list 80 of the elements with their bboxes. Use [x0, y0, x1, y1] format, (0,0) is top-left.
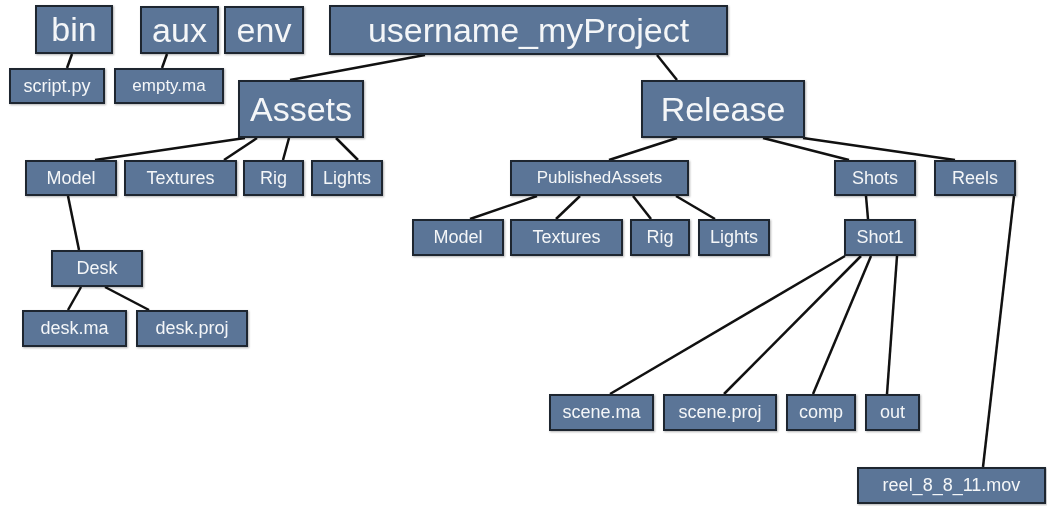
folder-name: Release [660, 89, 786, 129]
folder-name: scene.proj [678, 402, 762, 423]
folder-box [140, 6, 219, 54]
folder-name: scene.ma [562, 402, 641, 423]
connector-line [160, 53, 169, 69]
folder-box [663, 394, 777, 431]
folder-box [224, 6, 304, 54]
folder-name: Rig [260, 167, 287, 189]
folder-box [510, 160, 689, 196]
folder-box [238, 80, 364, 138]
folder-name: username_myProject [367, 10, 690, 50]
folder-name: script.py [23, 75, 91, 97]
connector-line [609, 254, 846, 396]
folder-name: Model [46, 167, 96, 189]
folder-name: Shots [852, 167, 898, 189]
folder-box [934, 160, 1016, 196]
folder-name: Lights [709, 227, 758, 248]
folder-box [243, 160, 304, 196]
folder-name: desk.ma [40, 318, 109, 339]
connector-line [289, 53, 426, 82]
folder-box [865, 394, 920, 431]
connector-line [469, 194, 538, 221]
folder-name: reel_8_8_11.mov [882, 475, 1021, 496]
folder-name: Model [433, 227, 483, 248]
folder-box [510, 219, 623, 256]
folder-name: Desk [76, 258, 118, 279]
connector-line [885, 255, 899, 395]
folder-name: desk.proj [155, 318, 229, 339]
folder-box [630, 219, 690, 256]
folder-name: env [236, 10, 292, 50]
folder-box [114, 68, 224, 104]
folder-name: empty.ma [132, 76, 206, 96]
connector-line [66, 286, 83, 311]
folder-box [9, 68, 105, 104]
connector-line [608, 136, 678, 162]
connector-line [223, 136, 258, 162]
folder-box [25, 160, 117, 196]
connector-line [94, 136, 246, 162]
connector-line [65, 53, 74, 69]
folder-name: bin [51, 10, 97, 49]
folder-box [834, 160, 916, 196]
folder-name: Textures [532, 227, 601, 248]
folder-name: Rig [646, 227, 674, 248]
folder-name: Textures [146, 167, 215, 189]
folder-name: out [880, 402, 905, 423]
folder-name: Lights [322, 167, 371, 189]
folder-box [22, 310, 127, 347]
folder-box [136, 310, 248, 347]
folder-name: comp [799, 402, 843, 423]
connector-line [66, 195, 81, 251]
connector-line [281, 137, 291, 161]
connector-line [762, 136, 850, 162]
connector-line [811, 255, 873, 395]
folder-box [35, 5, 113, 54]
folder-box [698, 219, 770, 256]
folder-name: Shot1 [856, 227, 904, 248]
connector-line [723, 255, 862, 395]
folder-box [786, 394, 856, 431]
connector-line [675, 194, 716, 221]
folder-name: PublishedAssets [536, 168, 663, 188]
folder-box [51, 250, 143, 287]
connector-line [656, 54, 678, 81]
folder-name: Assets [249, 89, 352, 129]
folder-name: Reels [952, 167, 998, 189]
folder-box [329, 5, 728, 55]
folder-box [311, 160, 383, 196]
folder-box [844, 219, 916, 256]
folder-box [412, 219, 504, 256]
connector-line [104, 285, 150, 312]
connector-line [335, 137, 359, 161]
folder-name: aux [152, 10, 207, 50]
folder-box [124, 160, 237, 196]
folder-box [857, 467, 1046, 504]
connector-line [555, 195, 581, 220]
connector-line [632, 195, 652, 220]
connector-line [864, 195, 870, 220]
connector-line [981, 195, 1016, 468]
folder-box [641, 80, 805, 138]
folder-box [549, 394, 654, 431]
connector-line [802, 136, 956, 162]
